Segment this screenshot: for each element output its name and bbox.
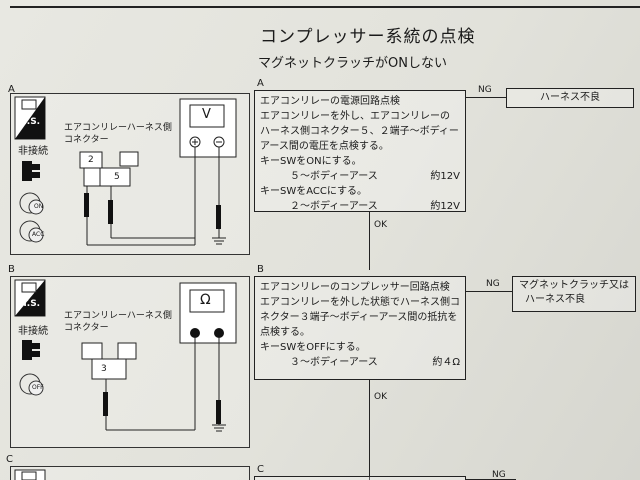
section-a-mode-label: 非接続	[18, 146, 48, 157]
section-b-meas-value: 約４Ω	[432, 357, 460, 368]
ts-badge-icon	[14, 279, 46, 317]
section-a-key-on-label: ON	[34, 203, 44, 210]
section-a-flow-line-3: アース間の電圧を点検する。	[260, 141, 389, 152]
section-a-meas2-label: ２〜ボディーアース	[290, 201, 378, 212]
section-b-ng-connector	[466, 291, 512, 292]
section-b-meter-symbol: Ω	[200, 292, 211, 308]
section-a-flow-line-4: キーSWをONにする。	[260, 156, 362, 167]
page-subtitle: マグネットクラッチがONしない	[258, 56, 447, 71]
section-a-ng-result: ハーネス不良	[540, 92, 600, 103]
section-b-flow-label: B	[257, 264, 264, 275]
section-c-flow-box	[254, 476, 466, 480]
ground-symbol-icon	[212, 424, 226, 432]
section-a-flow-line-acc: キーSWをACCにする。	[260, 186, 367, 197]
section-a-flow-line-1: エアコンリレーを外し、エアコンリレーの	[260, 111, 450, 122]
section-b-ng-result-box: マグネットクラッチ又は ハーネス不良	[512, 276, 636, 312]
section-b-ng-result-line-1: マグネットクラッチ又は	[519, 280, 629, 291]
section-c-flow-label: C	[257, 464, 264, 475]
section-a-pin-5: 5	[114, 172, 120, 182]
section-b-flow-line-1: エアコンリレーを外した状態でハーネス側コ	[260, 297, 460, 308]
voltmeter-icon	[179, 98, 237, 158]
section-a-flow-box: エアコンリレーの電源回路点検 エアコンリレーを外し、エアコンリレーの ハーネス側…	[254, 90, 466, 212]
section-b-ok-label: OK	[374, 392, 387, 402]
relay-harness-connector-icon	[81, 342, 137, 380]
section-a-meas2-value: 約12V	[430, 201, 460, 212]
ignition-key-acc-icon	[19, 220, 44, 243]
section-a-flow-label: A	[257, 78, 264, 89]
section-b-mode-label: 非接続	[18, 326, 48, 337]
section-a-ng-result-box: ハーネス不良	[506, 88, 634, 108]
section-b-ok-connector	[369, 380, 370, 480]
section-b-key-off-label: OFF	[32, 384, 44, 391]
section-b-flow-line-3: 点検する。	[260, 327, 310, 338]
section-a-pin-2: 2	[88, 155, 94, 165]
section-a-meas1-value: 約12V	[430, 171, 460, 182]
page-title: コンプレッサー系統の点検	[260, 27, 476, 47]
section-c-left-label: C	[6, 454, 13, 465]
section-a-ng-connector	[466, 97, 506, 98]
ohmmeter-icon	[179, 282, 237, 344]
section-b-left-label: B	[8, 264, 15, 275]
section-a-flow-line-2: ハーネス側コネクター５、２端子〜ボディー	[260, 126, 459, 137]
section-b-pin-3: 3	[101, 364, 107, 374]
section-a-ok-label: OK	[374, 220, 387, 230]
section-b-ng-label: NG	[486, 279, 500, 289]
section-c-diagram-panel	[10, 466, 250, 480]
section-a-flow-title: エアコンリレーの電源回路点検	[260, 96, 400, 107]
section-b-connector-label: エアコンリレーハーネス側 コネクター	[64, 311, 172, 333]
ts-badge-icon	[14, 469, 46, 480]
relay-harness-connector-icon	[79, 151, 139, 187]
disconnected-connector-icon	[22, 161, 40, 181]
section-a-connector-label: エアコンリレーハーネス側 コネクター	[64, 123, 172, 145]
section-b-flow-title: エアコンリレーのコンプレッサー回路点検	[260, 282, 450, 293]
section-b-meas-label: ３〜ボディーアース	[290, 357, 378, 368]
section-a-ng-label: NG	[478, 85, 492, 95]
section-a-meter-symbol: V	[202, 107, 211, 122]
section-b-flow-box: エアコンリレーのコンプレッサー回路点検 エアコンリレーを外した状態でハーネス側コ…	[254, 276, 466, 380]
ts-badge-icon	[14, 96, 46, 140]
section-a-ok-connector	[369, 212, 370, 270]
section-a-key-acc-label: ACC	[32, 231, 45, 238]
section-b-ng-result-line-2: ハーネス不良	[525, 294, 585, 305]
section-a-left-label: A	[8, 84, 15, 95]
ground-symbol-icon	[212, 237, 226, 245]
section-a-meas1-label: ５〜ボディーアース	[290, 171, 378, 182]
section-b-flow-line-2: ネクター３端子〜ボディーアース間の抵抗を	[260, 312, 458, 323]
ignition-key-off-icon	[19, 373, 44, 396]
disconnected-connector-icon	[22, 340, 40, 360]
section-c-ng-label: NG	[492, 470, 506, 480]
section-a-ts-label: T.S.	[22, 117, 41, 127]
header-rule	[10, 6, 640, 8]
section-b-ts-label: T.S.	[22, 299, 41, 309]
section-b-flow-line-4: キーSWをOFFにする。	[260, 342, 366, 353]
ignition-key-on-icon	[19, 192, 44, 215]
